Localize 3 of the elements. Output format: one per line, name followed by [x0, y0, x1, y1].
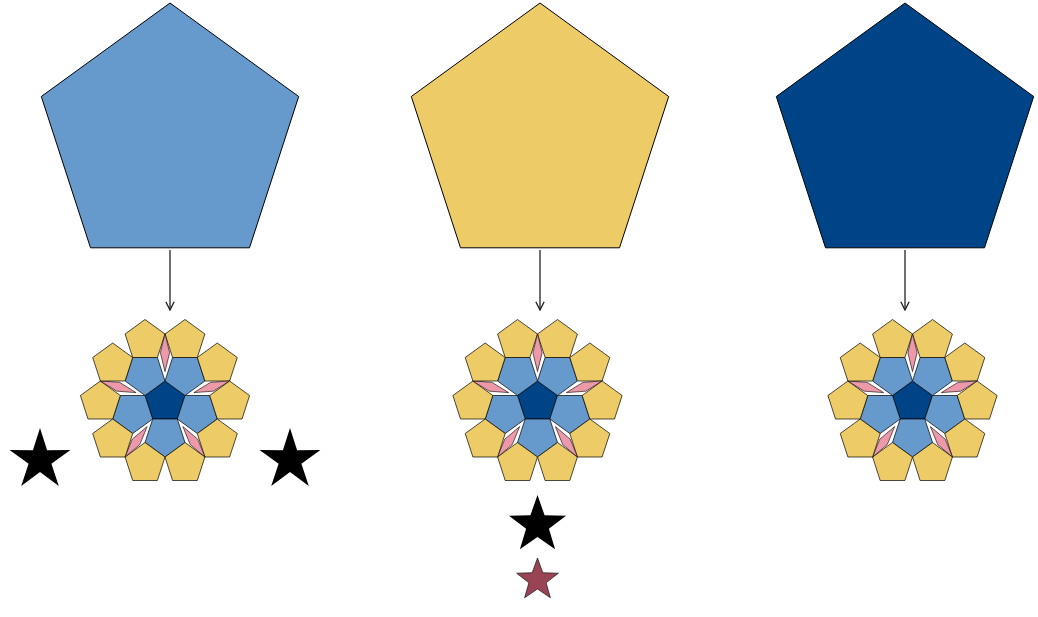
arrow	[165, 249, 175, 311]
arrow	[900, 249, 910, 311]
arrow	[535, 249, 545, 311]
